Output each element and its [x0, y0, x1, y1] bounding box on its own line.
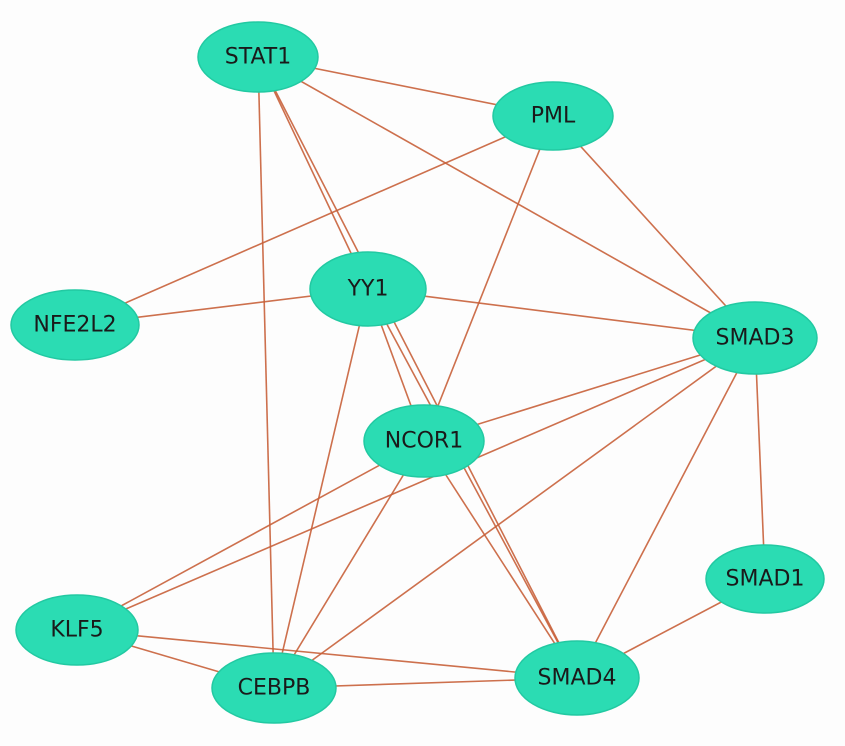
node-label: KLF5 [50, 618, 103, 643]
node-ellipse [309, 251, 427, 327]
edge-ncor1-smad4 [423, 440, 578, 679]
edge-yy1-smad4 [367, 288, 578, 679]
node-label: SMAD1 [726, 567, 805, 592]
edge-pml-smad3 [552, 115, 756, 339]
node-ellipse [514, 640, 640, 716]
edge-stat1-yy1 [257, 56, 369, 290]
node-smad1: SMAD1 [705, 544, 825, 614]
edge-smad3-smad1 [754, 337, 766, 580]
node-yy1: YY1 [309, 251, 427, 327]
node-label: PML [531, 104, 576, 129]
node-ellipse [692, 301, 818, 375]
node-nfe2l2: NFE2L2 [10, 289, 140, 361]
node-ncor1: NCOR1 [363, 404, 485, 478]
edge-stat1-cebpb [257, 56, 275, 689]
edge-smad3-cebpb [273, 337, 756, 689]
node-label: SMAD4 [538, 666, 617, 691]
edge-stat1-smad4 [257, 56, 578, 679]
node-stat1: STAT1 [197, 21, 319, 93]
node-label: STAT1 [225, 45, 291, 70]
edge-pml-nfe2l2 [74, 115, 554, 326]
node-ellipse [197, 21, 319, 93]
node-label: YY1 [347, 277, 389, 302]
node-klf5: KLF5 [15, 594, 139, 666]
edge-smad3-smad4 [576, 337, 756, 679]
edge-pml-ncor1 [423, 115, 554, 442]
node-label: NCOR1 [385, 429, 463, 454]
node-smad3: SMAD3 [692, 301, 818, 375]
edge-smad3-klf5 [76, 337, 756, 631]
node-ellipse [492, 81, 614, 151]
edge-klf5-smad4 [76, 629, 578, 679]
node-ellipse [705, 544, 825, 614]
node-ellipse [363, 404, 485, 478]
node-cebpb: CEBPB [211, 652, 337, 724]
edge-stat1-smad3 [257, 56, 756, 339]
node-label: SMAD3 [716, 326, 795, 351]
node-pml: PML [492, 81, 614, 151]
edge-yy1-cebpb [273, 288, 369, 689]
edge-ncor1-cebpb [273, 440, 425, 689]
node-ellipse [211, 652, 337, 724]
node-smad4: SMAD4 [514, 640, 640, 716]
node-ellipse [15, 594, 139, 666]
edge-yy1-smad3 [367, 288, 756, 339]
node-label: CEBPB [238, 676, 311, 701]
node-label: NFE2L2 [33, 313, 116, 338]
edges-layer [74, 56, 766, 689]
edge-ncor1-klf5 [76, 440, 425, 631]
node-ellipse [10, 289, 140, 361]
